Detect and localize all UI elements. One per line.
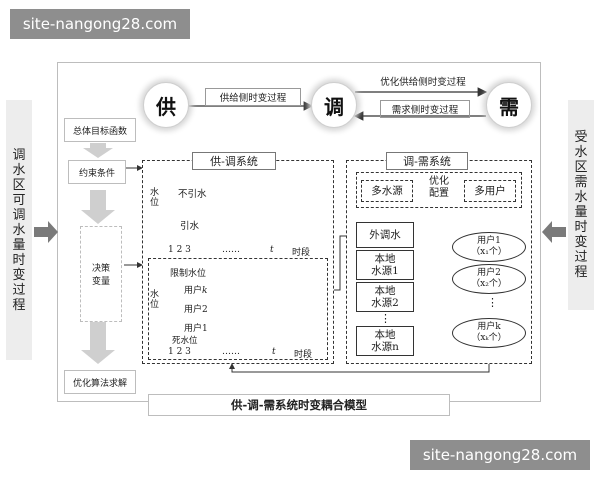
decision-box: 决策 变量 bbox=[80, 226, 122, 322]
chart2-dead-label: 死水位 bbox=[172, 336, 198, 346]
flow-demand-regulate-label: 需求侧时变过程 bbox=[380, 100, 470, 118]
left-side-char: 时 bbox=[12, 252, 26, 268]
right-side-char: 水 bbox=[574, 190, 588, 205]
regulate-node: 调 bbox=[311, 82, 357, 128]
user-name: 用户2 bbox=[477, 268, 501, 278]
left-side-char: 变 bbox=[12, 267, 26, 283]
multi-user-box: 多用户 bbox=[464, 180, 516, 202]
chart2-t: t bbox=[272, 347, 276, 357]
source-box-3: 本地 水源2 bbox=[356, 282, 414, 312]
source-box-4: 本地 水源n bbox=[356, 326, 414, 356]
flow-regulate-demand-label: 优化供给侧时变过程 bbox=[380, 77, 466, 88]
left-input-arrow bbox=[34, 221, 58, 243]
chart2-dots: …… bbox=[222, 347, 240, 357]
user-count: （x₁个） bbox=[471, 247, 507, 257]
right-side-char: 需 bbox=[574, 175, 588, 190]
chart2-ticks: 1 2 3 bbox=[168, 347, 191, 357]
user-name: 用户1 bbox=[477, 236, 501, 246]
left-sidebar: 调水区可调水量时变过程 bbox=[6, 100, 32, 360]
chart1-ylabel: 水位 bbox=[150, 188, 160, 208]
left-side-char: 量 bbox=[12, 237, 26, 253]
flow-supply-regulate-label: 供给侧时变过程 bbox=[205, 88, 301, 106]
right-side-char: 区 bbox=[574, 160, 588, 175]
solve-box: 优化算法求解 bbox=[64, 370, 136, 394]
chart2-ylabel: 水位 bbox=[150, 290, 160, 310]
right-side-char: 量 bbox=[574, 205, 588, 220]
source-box-2: 本地 水源1 bbox=[356, 250, 414, 280]
chart1-no-divert-label: 不引水 bbox=[178, 189, 207, 200]
left-side-char: 水 bbox=[12, 222, 26, 238]
user-name: 用户k bbox=[477, 322, 501, 332]
user-ellipse-2: 用户2（x₂个） bbox=[452, 264, 526, 294]
chart2-user2-label: 用户2 bbox=[184, 305, 208, 315]
chart2-xlabel: 时段 bbox=[294, 350, 313, 360]
right-side-char: 受 bbox=[574, 130, 588, 145]
left-side-char: 程 bbox=[12, 297, 26, 313]
right-sidebar: 受水区需水量时变过程 bbox=[568, 100, 594, 310]
right-side-char: 变 bbox=[574, 235, 588, 250]
left-side-char: 区 bbox=[12, 177, 26, 193]
demand-node: 需 bbox=[486, 82, 532, 128]
watermark-bottom: site-nangong28.com bbox=[410, 440, 590, 470]
right-side-char: 时 bbox=[574, 220, 588, 235]
chart1-ticks: 1 2 3 bbox=[168, 245, 191, 255]
user-ellipse-1: 用户1（x₁个） bbox=[452, 232, 526, 262]
user-ellipse-3: 用户k（xₖ个） bbox=[452, 318, 526, 348]
users-vdots: ⋮ bbox=[487, 296, 498, 309]
diagram-caption: 供-调-需系统时变耦合模型 bbox=[148, 394, 450, 416]
chart1-t: t bbox=[270, 245, 274, 255]
user-count: （x₂个） bbox=[471, 279, 507, 289]
chart1-divert-label: 引水 bbox=[180, 221, 200, 232]
supply-node: 供 bbox=[143, 82, 189, 128]
left-column-arrow bbox=[83, 143, 113, 158]
watermark-top: site-nangong28.com bbox=[10, 9, 190, 39]
left-side-char: 调 bbox=[12, 207, 26, 223]
user-count: （xₖ个） bbox=[471, 333, 507, 343]
left-side-char: 可 bbox=[12, 192, 26, 208]
sources-vdots: ⋮ bbox=[380, 312, 391, 325]
chart1-xlabel: 时段 bbox=[292, 248, 311, 258]
right-side-char: 程 bbox=[574, 265, 588, 280]
multi-source-box: 多水源 bbox=[361, 180, 413, 202]
right-side-char: 水 bbox=[574, 145, 588, 160]
left-side-char: 调 bbox=[12, 147, 26, 163]
chart2-user-k-label: 用户k bbox=[184, 286, 208, 296]
source-box-1: 外调水 bbox=[356, 222, 414, 248]
objective-box: 总体目标函数 bbox=[64, 118, 136, 142]
chart1-dots: …… bbox=[222, 245, 240, 255]
optimize-label: 优化 配置 bbox=[429, 176, 449, 199]
constraints-box: 约束条件 bbox=[68, 160, 126, 184]
supply-system-title: 供-调系统 bbox=[192, 152, 276, 170]
chart2-user1-label: 用户1 bbox=[184, 324, 208, 334]
left-side-char: 过 bbox=[12, 282, 26, 298]
chart2-box bbox=[148, 258, 328, 360]
chart2-limit-label: 限制水位 bbox=[170, 269, 207, 279]
right-side-char: 过 bbox=[574, 250, 588, 265]
left-side-char: 水 bbox=[12, 162, 26, 178]
demand-system-title: 调-需系统 bbox=[386, 152, 468, 170]
right-input-arrow bbox=[542, 221, 566, 243]
